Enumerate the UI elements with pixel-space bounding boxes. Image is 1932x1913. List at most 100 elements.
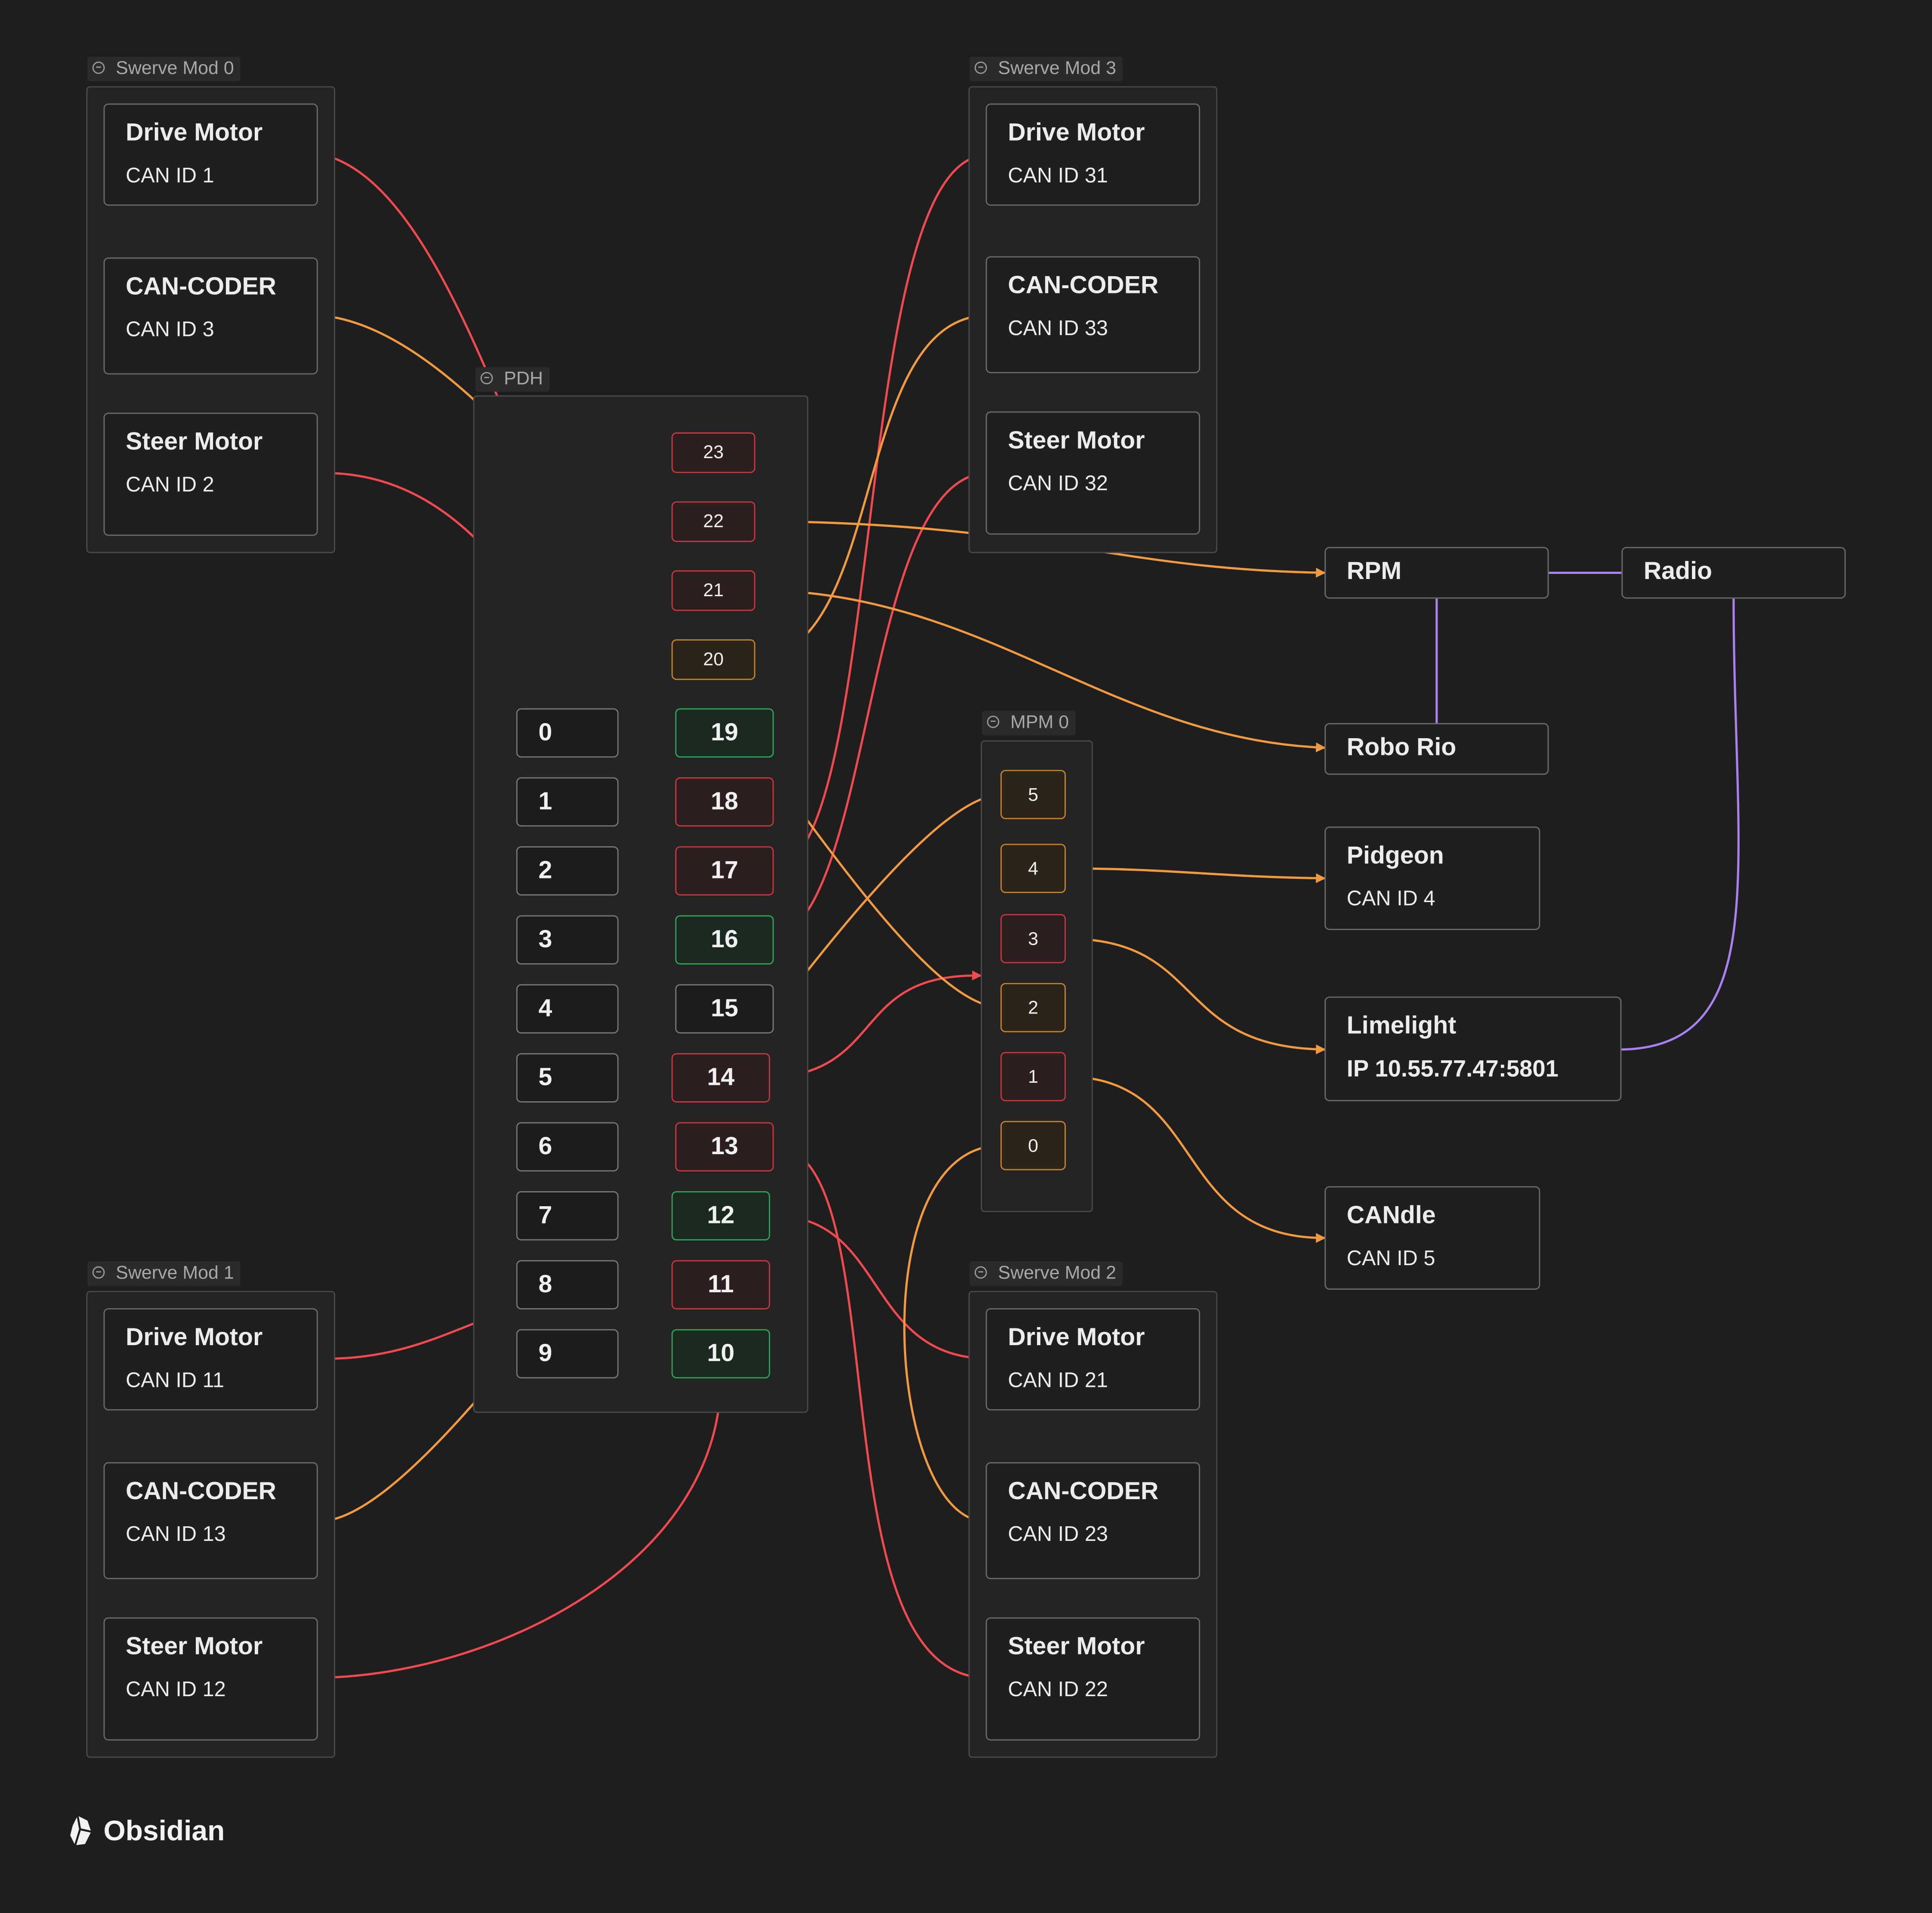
node-limelight[interactable]: Limelight IP 10.55.77.47:5801 [1324,996,1622,1101]
wire-mpm4-to-pidgeon[interactable] [1065,867,1326,883]
node-title: CAN-CODER [126,1478,277,1506]
node-title: Steer Motor [126,428,263,456]
collapse-icon[interactable] [92,62,105,74]
pdh-port-15[interactable]: 15 [675,984,774,1034]
node-steer-motor-swerve0[interactable]: Steer Motor CAN ID 2 [103,413,318,536]
group-label-pdh[interactable]: PDH [475,367,549,392]
node-candle[interactable]: CANdle CAN ID 5 [1324,1186,1540,1290]
node-title: CAN-CODER [126,273,277,301]
node-subtitle: CAN ID 2 [126,473,214,496]
collapse-icon[interactable] [92,1266,105,1279]
collapse-icon[interactable] [975,1266,987,1279]
pdh-port-20[interactable]: 20 [671,639,756,680]
node-cancoder-swerve2[interactable]: CAN-CODER CAN ID 23 [985,1462,1201,1580]
node-cancoder-swerve3[interactable]: CAN-CODER CAN ID 33 [985,256,1201,373]
pdh-port-3[interactable]: 3 [516,915,619,965]
wire-pdh14-to-mpm[interactable] [770,970,982,1079]
mpm-port-5[interactable]: 5 [1000,770,1066,819]
wire-mpm1-to-candle[interactable] [1065,1075,1326,1243]
node-steer-motor-swerve3[interactable]: Steer Motor CAN ID 32 [985,411,1201,535]
group-label-swerve-mod-3[interactable]: Swerve Mod 3 [969,56,1123,81]
node-steer-motor-swerve2[interactable]: Steer Motor CAN ID 22 [985,1617,1201,1741]
node-steer-motor-swerve1[interactable]: Steer Motor CAN ID 12 [103,1617,318,1741]
node-drive-motor-swerve1[interactable]: Drive Motor CAN ID 11 [103,1308,318,1411]
wire-pdh17-to-swerve3-drive[interactable] [773,151,987,872]
node-title: Drive Motor [1008,119,1145,147]
collapse-icon[interactable] [987,715,1000,728]
collapse-icon[interactable] [480,372,493,385]
node-title: Radio [1643,558,1713,585]
pdh-port-9[interactable]: 9 [516,1329,619,1379]
pdh-port-19[interactable]: 19 [675,708,774,758]
pdh-port-13[interactable]: 13 [675,1122,774,1172]
wire-pdh13-to-swerve2-steer[interactable] [774,1146,987,1683]
pdh-port-7[interactable]: 7 [516,1191,619,1241]
pdh-port-12[interactable]: 12 [671,1191,770,1241]
node-title: CAN-CODER [1008,272,1159,299]
node-drive-motor-swerve2[interactable]: Drive Motor CAN ID 21 [985,1308,1201,1411]
node-title: Drive Motor [1008,1324,1145,1352]
collapse-icon[interactable] [975,62,987,74]
wire-pdh21-to-roborio[interactable] [755,589,1326,752]
node-subtitle: CAN ID 23 [1008,1522,1108,1546]
wire-mpm3-to-limelight[interactable] [1065,937,1326,1054]
wire-radio-to-limelight[interactable] [1621,598,1740,1051]
wire-pdh10-to-swerve1-steer[interactable] [318,1377,722,1683]
node-title: Drive Motor [126,1324,263,1352]
pdh-port-17[interactable]: 17 [675,846,774,896]
node-subtitle: CAN ID 12 [126,1678,226,1701]
mpm-port-4[interactable]: 4 [1000,844,1066,893]
node-subtitle: CAN ID 32 [1008,471,1108,496]
node-subtitle: CAN ID 13 [126,1522,226,1546]
node-title: Limelight [1346,1012,1457,1040]
pdh-port-14[interactable]: 14 [671,1053,770,1103]
pdh-port-4[interactable]: 4 [516,984,619,1034]
mpm-port-3[interactable]: 3 [1000,914,1066,964]
wire-pdh16-to-swerve3-steer[interactable] [773,468,987,941]
pdh-port-5[interactable]: 5 [516,1053,619,1103]
node-radio[interactable]: Radio [1621,547,1846,599]
group-label-swerve-mod-1[interactable]: Swerve Mod 1 [87,1261,241,1286]
mpm-port-0[interactable]: 0 [1000,1121,1066,1171]
pdh-port-22[interactable]: 22 [671,501,756,542]
node-subtitle: CAN ID 33 [1008,316,1108,340]
node-rpm[interactable]: RPM [1324,547,1549,599]
mpm-port-2[interactable]: 2 [1000,983,1066,1032]
group-label-swerve-mod-0[interactable]: Swerve Mod 0 [87,56,241,81]
node-subtitle: CAN ID 22 [1008,1678,1108,1701]
pdh-port-8[interactable]: 8 [516,1260,619,1309]
node-robo-rio[interactable]: Robo Rio [1324,723,1549,775]
pdh-port-23[interactable]: 23 [671,432,756,473]
wire-mpm0-to-swerve2-coder[interactable] [903,1144,1001,1526]
node-subtitle: CAN ID 3 [126,317,214,342]
group-label-mpm-0[interactable]: MPM 0 [982,711,1075,736]
node-title: CAN-CODER [1008,1478,1159,1506]
node-cancoder-swerve1[interactable]: CAN-CODER CAN ID 13 [103,1462,318,1580]
node-pidgeon[interactable]: Pidgeon CAN ID 4 [1324,826,1540,930]
pdh-port-11[interactable]: 11 [671,1260,770,1309]
node-drive-motor-swerve0[interactable]: Drive Motor CAN ID 1 [103,103,318,206]
pdh-port-2[interactable]: 2 [516,846,619,896]
node-title: CANdle [1346,1202,1436,1229]
node-title: Steer Motor [1008,1633,1145,1660]
group-label-swerve-mod-2[interactable]: Swerve Mod 2 [969,1261,1123,1286]
node-cancoder-swerve0[interactable]: CAN-CODER CAN ID 3 [103,257,318,375]
wire-pdh12-to-swerve2-drive[interactable] [770,1214,987,1364]
node-title: Steer Motor [1008,427,1145,455]
pdh-port-1[interactable]: 1 [516,777,619,827]
pdh-port-0[interactable]: 0 [516,708,619,758]
node-title: RPM [1346,558,1402,585]
pdh-port-21[interactable]: 21 [671,570,756,611]
node-title: Drive Motor [126,119,263,147]
pdh-port-10[interactable]: 10 [671,1329,770,1379]
group-pdh[interactable] [473,395,809,1413]
node-subtitle: CAN ID 11 [126,1368,225,1392]
node-title: Steer Motor [126,1633,263,1660]
pdh-port-16[interactable]: 16 [675,915,774,965]
node-subtitle: CAN ID 4 [1346,887,1435,911]
pdh-port-18[interactable]: 18 [675,777,774,827]
pdh-port-6[interactable]: 6 [516,1122,619,1172]
mpm-port-1[interactable]: 1 [1000,1052,1066,1101]
node-drive-motor-swerve3[interactable]: Drive Motor CAN ID 31 [985,103,1201,206]
